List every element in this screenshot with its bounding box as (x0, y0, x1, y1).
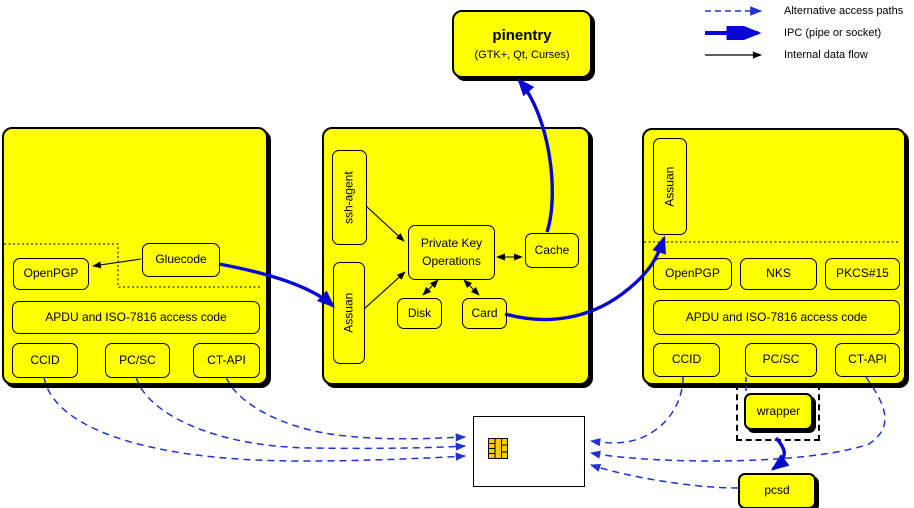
smartcard-chip-icon (488, 438, 508, 459)
scdaemon-pkcs15-node: PKCS#15 (825, 258, 900, 290)
edge-pcsd-to-card (590, 464, 739, 489)
scdaemon-box (642, 128, 906, 385)
edge-gpg14-ccid-to-card (43, 376, 467, 462)
legend-row-internal: Internal data flow (703, 44, 903, 66)
gpg14-ccid-label: CCID (30, 352, 60, 367)
gpg14-pcsc-label: PC/SC (119, 352, 156, 367)
gpg14-ctapi-node: CT-API (193, 343, 260, 378)
legend: Alternative access paths IPC (pipe or so… (703, 0, 903, 66)
legend-label-alternative: Alternative access paths (784, 5, 904, 17)
scdaemon-ctapi-node: CT-API (835, 343, 900, 377)
gpgagent-disk-label: Disk (407, 305, 432, 320)
scdaemon-ccid-label: CCID (671, 352, 702, 367)
gpgagent-sshagent-node: ssh-agent (332, 150, 367, 245)
dashed-blue-arrow-icon (705, 6, 763, 16)
scdaemon-ctapi-label: CT-API (848, 352, 887, 367)
gpg14-gluecode-label: Gluecode (155, 252, 207, 267)
legend-row-ipc: IPC (pipe or socket) (703, 22, 903, 44)
gpg14-apdu-label: APDU and ISO-7816 access code (45, 309, 227, 324)
gpgagent-cache-label: Cache (534, 242, 570, 257)
scdaemon-apdu-label: APDU and ISO-7816 access code (685, 309, 868, 324)
edge-gpg14-ctapi-to-card (225, 376, 467, 442)
wrapper-label: wrapper (756, 403, 801, 418)
smartcard (473, 416, 585, 487)
edge-wrapper-to-pcsd (770, 436, 790, 471)
gpgagent-cache-node: Cache (525, 233, 579, 268)
gpgagent-assuan-node: Assuan (333, 262, 365, 364)
scdaemon-pcsc-node: PC/SC (745, 343, 817, 377)
legend-label-ipc: IPC (pipe or socket) (784, 27, 882, 39)
edge-gpg14-pcsc-to-card (135, 376, 467, 451)
gpgagent-card-node: Card (462, 298, 507, 329)
gpgagent-assuan-label: Assuan (341, 292, 356, 334)
gpg14-openpgp-label: OpenPGP (23, 266, 79, 281)
gpgagent-pko-line2: Operations (422, 253, 481, 268)
gpg14-gluecode-node: Gluecode (142, 243, 220, 277)
pcsd-node: pcsd (738, 473, 816, 508)
gpg14-openpgp-node: OpenPGP (13, 258, 89, 290)
scdaemon-assuan-node: Assuan (653, 138, 687, 235)
scdaemon-assuan-label: Assuan (662, 166, 677, 207)
scdaemon-nks-label: NKS (766, 266, 791, 281)
gpg14-pcsc-node: PC/SC (105, 343, 170, 378)
gpgagent-private-key-operations-node: Private Key Operations (408, 225, 495, 280)
legend-row-alternative: Alternative access paths (703, 0, 903, 22)
pinentry-subtitle: (GTK+, Qt, Curses) (474, 49, 570, 61)
pinentry-box: pinentry (GTK+, Qt, Curses) (452, 10, 592, 78)
legend-label-internal: Internal data flow (784, 49, 868, 61)
scdaemon-ccid-node: CCID (653, 343, 720, 377)
gpgagent-disk-node: Disk (397, 298, 442, 329)
thick-blue-arrow-icon (705, 26, 762, 40)
gpgagent-sshagent-label: ssh-agent (341, 171, 356, 224)
scdaemon-nks-node: NKS (740, 258, 817, 290)
edge-scdaemon-ccid-to-card (589, 376, 684, 447)
pinentry-title: pinentry (492, 27, 552, 44)
scdaemon-openpgp-node: OpenPGP (653, 258, 732, 290)
gpg14-apdu-node: APDU and ISO-7816 access code (12, 301, 260, 334)
gpg14-ctapi-label: CT-API (207, 352, 246, 367)
scdaemon-apdu-node: APDU and ISO-7816 access code (653, 300, 900, 335)
wrapper-node: wrapper (744, 393, 813, 430)
gpgagent-pko-line1: Private Key (420, 236, 483, 251)
pcsd-label: pcsd (764, 483, 790, 498)
thin-black-arrow-icon (705, 51, 762, 59)
scdaemon-pkcs15-label: PKCS#15 (836, 266, 889, 281)
scdaemon-pcsc-label: PC/SC (762, 352, 800, 367)
scdaemon-openpgp-label: OpenPGP (665, 266, 720, 281)
gpg14-ccid-node: CCID (12, 343, 78, 378)
gpgagent-card-label: Card (471, 305, 498, 320)
